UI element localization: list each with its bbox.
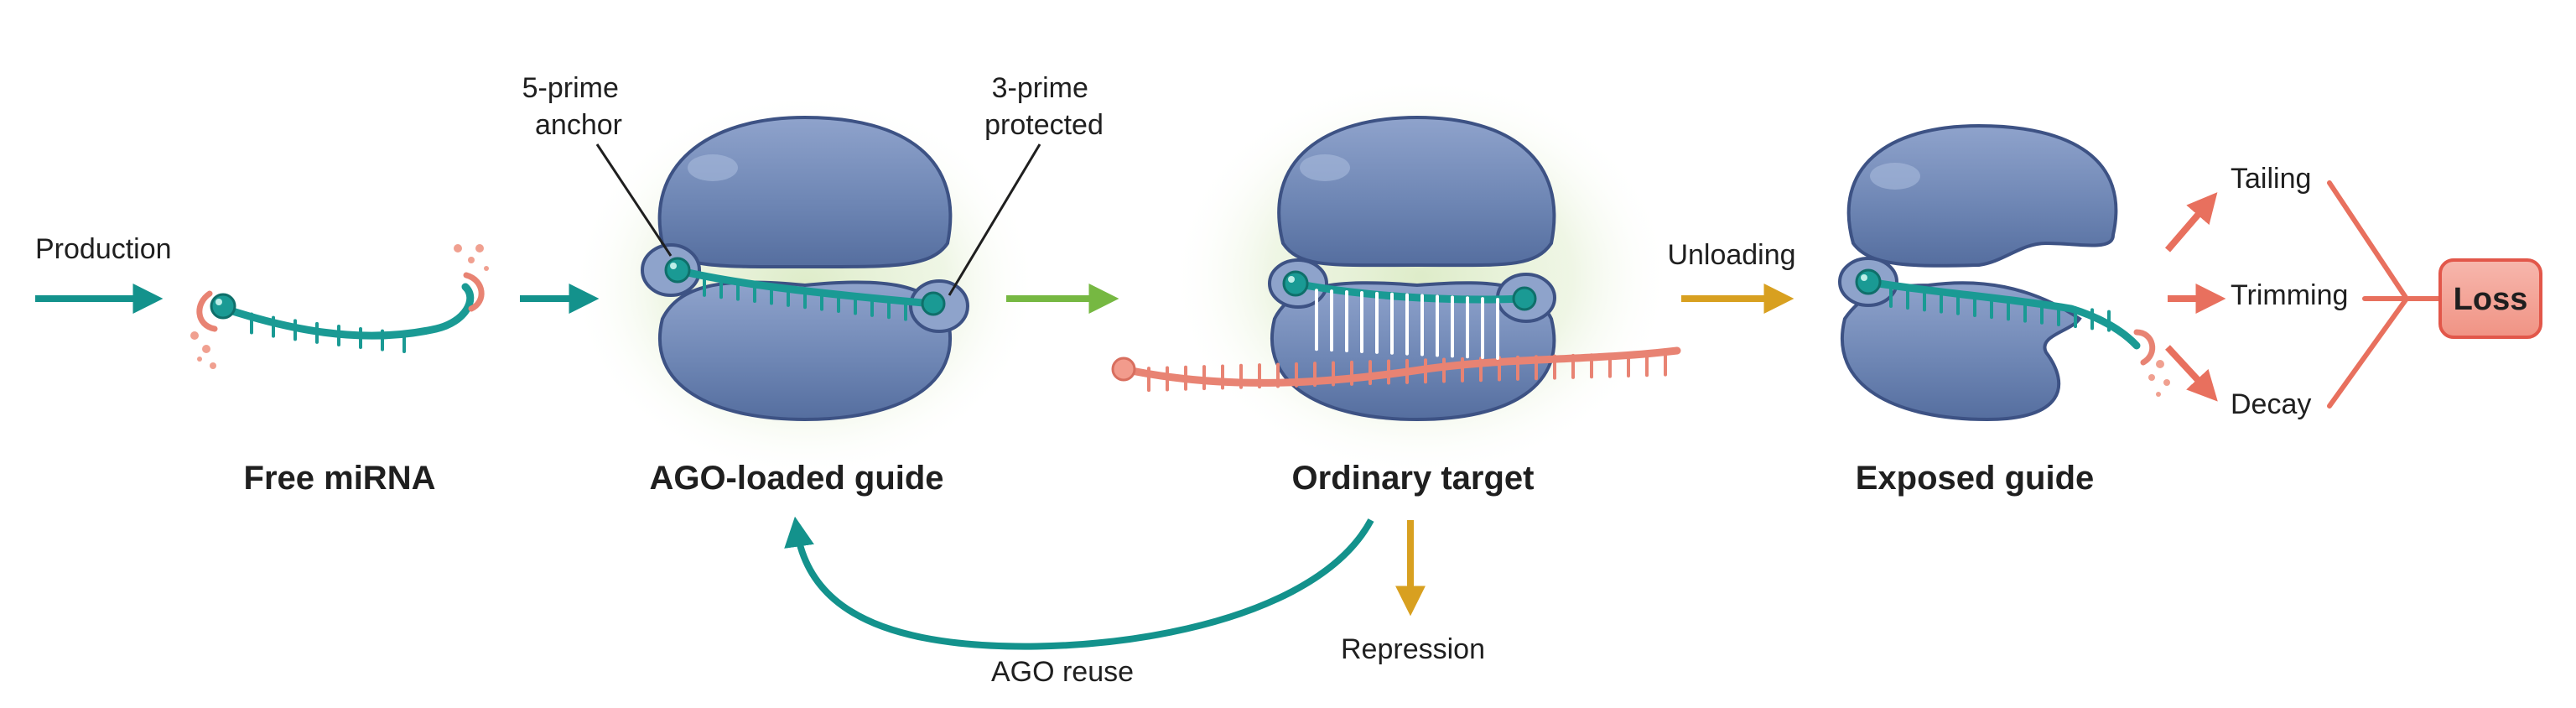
guide-strand-target xyxy=(1282,270,1537,361)
loss-label: Loss xyxy=(2454,282,2528,317)
ago-reuse-arrow xyxy=(784,516,1374,650)
guide-strand-exposed xyxy=(1855,268,2156,366)
decay-arrow xyxy=(2165,345,2218,402)
tailing-arrow xyxy=(2164,192,2218,252)
stage-label-free-mirna: Free miRNA xyxy=(244,460,436,497)
protected-callout-line xyxy=(948,143,1041,296)
free-mirna-strand xyxy=(196,272,485,354)
target-mrna-bases xyxy=(1147,351,1667,393)
repression-label: Repression xyxy=(1341,633,1485,665)
ago-protein-loaded xyxy=(641,115,969,422)
production-label: Production xyxy=(35,233,172,265)
loss-convergence-lines xyxy=(2327,180,2443,409)
anchor-callout-line xyxy=(595,143,673,257)
protected-3prime-label: 3-prime protected xyxy=(984,72,1104,141)
ago-protein-exposed xyxy=(1838,123,2118,422)
ago-reuse-label: AGO reuse xyxy=(991,656,1134,688)
guide-target-base-pairs xyxy=(1315,289,1499,361)
exposed-guide-debris-dots xyxy=(2148,360,2170,397)
free-mirna-bases xyxy=(250,312,406,354)
exposed-guide-bases xyxy=(1889,285,2111,332)
guide-strand-loaded xyxy=(664,257,946,321)
target-mrna-strand xyxy=(1111,346,1681,393)
stage-label-ordinary-target: Ordinary target xyxy=(1292,460,1535,497)
unloading-label: Unloading xyxy=(1667,239,1795,271)
stage-label-ago-loaded-guide: AGO-loaded guide xyxy=(649,460,943,497)
stage-label-exposed-guide: Exposed guide xyxy=(1856,460,2095,497)
anchor-5prime-label: 5-prime anchor xyxy=(522,72,627,141)
free-mirna-debris-dots xyxy=(190,244,489,369)
decay-label: Decay xyxy=(2231,388,2311,420)
trimming-label: Trimming xyxy=(2231,279,2348,311)
loaded-guide-bases xyxy=(703,274,907,321)
tailing-label: Tailing xyxy=(2231,163,2311,195)
loss-box: Loss xyxy=(2438,258,2542,339)
